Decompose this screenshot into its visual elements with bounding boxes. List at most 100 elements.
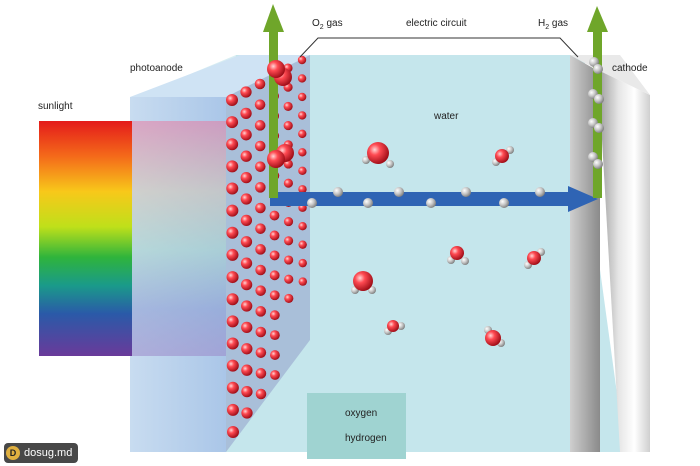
o2-gas-arrow [263, 4, 284, 198]
legend-box: oxygen hydrogen [307, 393, 406, 459]
h2-subscript: 2 [545, 24, 550, 31]
anode-particle [240, 86, 252, 98]
anode-particle [255, 368, 267, 379]
anode-particle [226, 315, 239, 328]
electron-flow-arrow [270, 186, 598, 212]
hydrogen-atoms-on-arrow [307, 187, 545, 208]
anode-particle [254, 78, 266, 90]
anode-particle [241, 385, 253, 398]
anode-particle [270, 350, 280, 360]
anode-particle [298, 111, 307, 120]
o2-prefix: O [312, 18, 320, 29]
anode-particle [226, 337, 239, 350]
hydrogen-atom [499, 198, 509, 208]
anode-particle [283, 101, 293, 111]
anode-particle [240, 236, 253, 248]
anode-particle [226, 138, 239, 151]
anode-particle [298, 166, 307, 175]
anode-particle [240, 214, 253, 227]
hydrogen-atom [535, 187, 545, 197]
h2-prefix: H [538, 18, 546, 29]
anode-particle [226, 271, 239, 284]
cathode-label: cathode [612, 63, 648, 74]
anode-particle [226, 160, 239, 173]
water-body [226, 55, 625, 452]
h2-gas-label: H2 gas [538, 18, 569, 31]
o2-molecules [267, 60, 294, 168]
anode-particle [254, 161, 266, 172]
anode-particle [226, 359, 239, 372]
o2-subscript: 2 [319, 24, 324, 31]
legend-hydrogen-label: hydrogen [345, 433, 387, 444]
water-label: water [434, 111, 459, 122]
anode-particle [240, 129, 252, 141]
anode-particle [240, 107, 252, 120]
h2-molecules [588, 57, 604, 169]
anode-particle [255, 202, 266, 214]
anode-particle [255, 285, 266, 296]
anode-particle [255, 223, 266, 234]
hydrogen-atom [394, 187, 404, 197]
h2-suffix: gas [549, 18, 569, 29]
anode-particle [269, 230, 280, 241]
anode-particle [284, 236, 294, 246]
anode-particle [270, 370, 280, 380]
anode-particle [283, 217, 294, 227]
sunlight-label: sunlight [38, 101, 73, 112]
anode-particle [240, 171, 252, 184]
anode-particle [284, 255, 294, 265]
anode-particle [254, 99, 266, 110]
anode-particle [269, 330, 280, 341]
anode-particle [254, 140, 266, 152]
anode-particle [240, 193, 252, 205]
photoanode-label: photoanode [130, 63, 183, 74]
water-oxygen-atom [387, 320, 399, 332]
electric-circuit-line [299, 37, 579, 58]
anode-particle [297, 92, 307, 102]
watermark-text: dosug.md [24, 447, 73, 459]
hydrogen-atom [363, 198, 373, 208]
anode-particle [297, 74, 307, 83]
water-hydrogen-atom [386, 160, 394, 168]
anode-particle [254, 120, 266, 131]
anode-particle [298, 240, 307, 249]
anode-particle [226, 182, 239, 195]
anode-particle [226, 293, 239, 306]
anode-particle [226, 94, 238, 106]
sunlight-spectrum [39, 121, 132, 356]
anode-particle [240, 150, 252, 162]
water-hydrogen-atom [362, 156, 370, 164]
anode-particle [241, 321, 253, 334]
anode-particle [269, 210, 280, 221]
hydrogen-atom [307, 198, 317, 208]
hydrogen-atom [461, 187, 471, 197]
anode-particle [240, 257, 253, 269]
anode-particle [284, 274, 294, 284]
anode-particle [269, 270, 280, 281]
o2-gas-label: O2 gas [312, 18, 343, 31]
anode-particle [226, 204, 239, 217]
water-oxygen-atom [527, 251, 541, 265]
anode-particle [255, 388, 267, 400]
anode-particle [227, 426, 239, 438]
anode-particle [298, 185, 307, 194]
anode-particle [298, 129, 307, 139]
anode-particle [269, 310, 280, 321]
photoanode-top [130, 55, 310, 97]
anode-particle [226, 403, 239, 416]
anode-particle [255, 264, 266, 276]
anode-particle [298, 148, 307, 157]
electric-circuit-label: electric circuit [406, 18, 467, 29]
anode-particle [297, 55, 307, 65]
water-oxygen-atom [495, 149, 509, 163]
anode-particle [226, 226, 239, 239]
anode-particle [283, 121, 293, 131]
water-oxygen-atom [450, 246, 464, 260]
water-molecules [351, 142, 545, 347]
anode-particle [241, 343, 253, 355]
h2-gas-arrow [587, 6, 608, 198]
anode-particle [241, 300, 253, 312]
anode-particle [240, 278, 253, 291]
water-hydrogen-atom [461, 257, 469, 265]
